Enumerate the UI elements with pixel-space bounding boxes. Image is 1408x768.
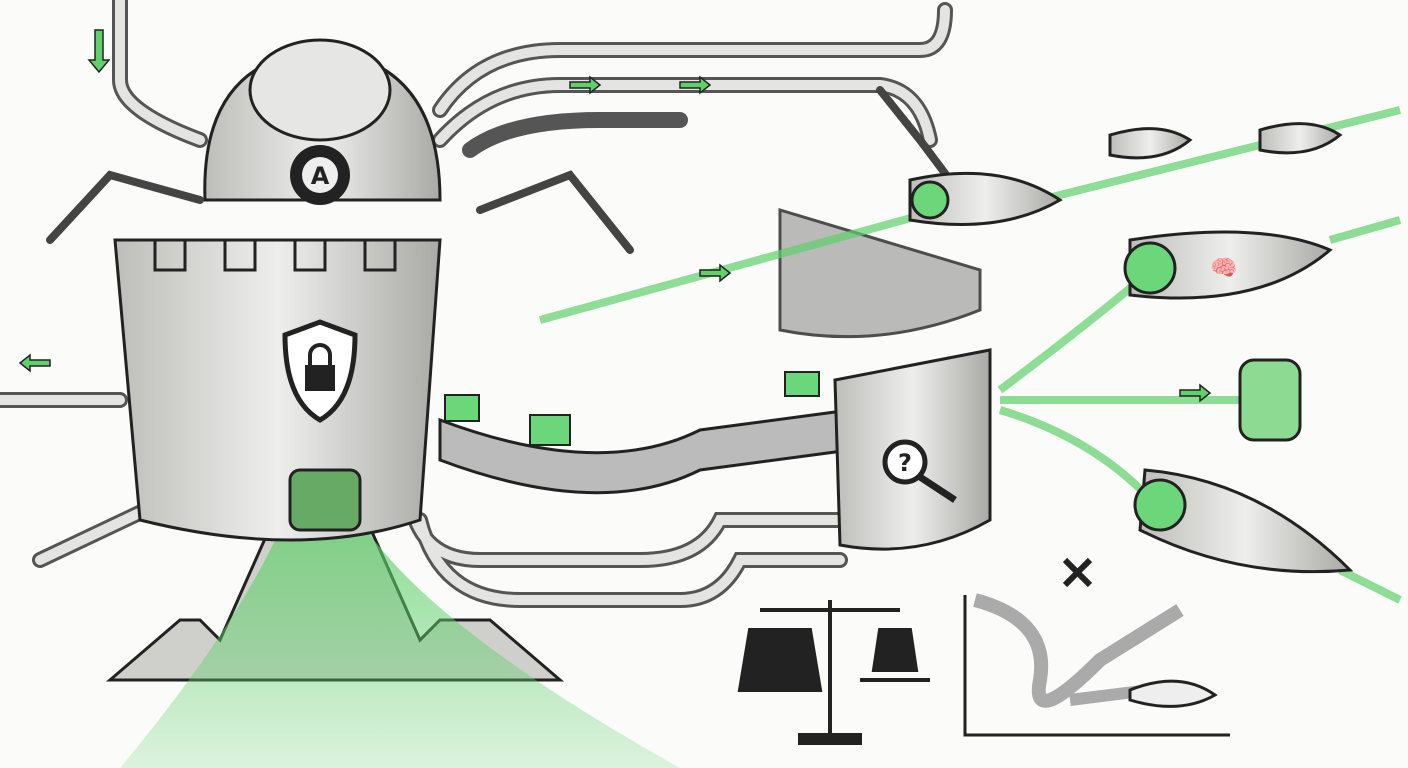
data-streams: [538, 106, 1402, 604]
magnifier-question-icon: ?: [882, 439, 957, 503]
main-fortress: A: [113, 38, 442, 542]
scale-icon: [737, 600, 930, 745]
rockets: 🧠: [908, 122, 1354, 574]
route-diagram: [963, 557, 1230, 737]
gear-logo-icon: A: [290, 145, 350, 205]
envelope-icon: [444, 371, 820, 446]
rocket: [1258, 122, 1343, 155]
rocket: [1108, 127, 1193, 160]
weight-icon: [737, 628, 823, 692]
arrow-icon: [18, 29, 1212, 403]
robot-arms: [46, 86, 954, 254]
svg-text:?: ?: [898, 449, 912, 477]
svg-text:A: A: [311, 162, 330, 190]
shield-lock-icon: [282, 319, 358, 423]
specimen-jar: [1238, 358, 1302, 442]
conveyor-belt: [438, 371, 852, 495]
rocket: 🧠: [1123, 230, 1333, 300]
rocket: [1133, 468, 1354, 574]
rocket: [908, 171, 1063, 226]
brain-icon: 🧠: [1210, 256, 1237, 281]
entrance-gate: [288, 468, 362, 532]
